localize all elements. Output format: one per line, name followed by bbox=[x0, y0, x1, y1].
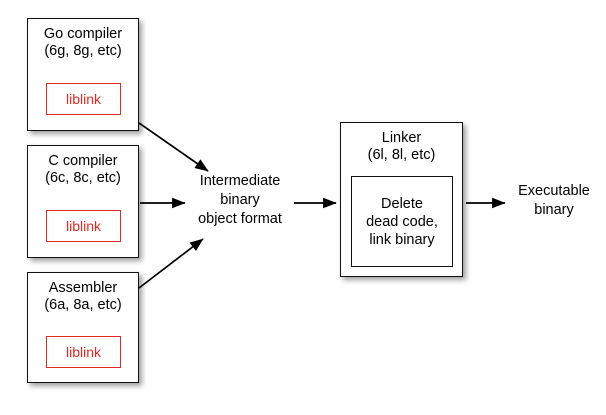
edge-go-to-intermediate bbox=[138, 122, 209, 172]
node-c-compiler-liblink[interactable]: liblink bbox=[46, 210, 121, 242]
node-linker-task-box[interactable]: Delete dead code, link binary bbox=[351, 176, 453, 267]
node-c-compiler-title: C compiler (6c, 8c, etc) bbox=[45, 153, 121, 186]
node-assembler-title: Assembler (6a, 8a, etc) bbox=[44, 280, 122, 313]
node-c-compiler[interactable]: C compiler (6c, 8c, etc) liblink bbox=[27, 145, 139, 258]
node-linker[interactable]: Linker (6l, 8l, etc) Delete dead code, l… bbox=[340, 122, 463, 277]
node-go-compiler[interactable]: Go compiler (6g, 8g, etc) liblink bbox=[27, 18, 139, 131]
label-executable-binary: Executable binary bbox=[518, 183, 590, 218]
node-assembler[interactable]: Assembler (6a, 8a, etc) liblink bbox=[27, 272, 139, 383]
label-intermediate-binary-object-format: Intermediate binary object format bbox=[198, 173, 282, 227]
node-go-compiler-liblink[interactable]: liblink bbox=[46, 83, 121, 115]
node-go-compiler-title: Go compiler (6g, 8g, etc) bbox=[43, 26, 123, 59]
node-linker-title: Linker (6l, 8l, etc) bbox=[367, 130, 436, 163]
node-assembler-liblink[interactable]: liblink bbox=[46, 336, 121, 368]
edge-assembler-to-intermediate bbox=[138, 238, 204, 289]
